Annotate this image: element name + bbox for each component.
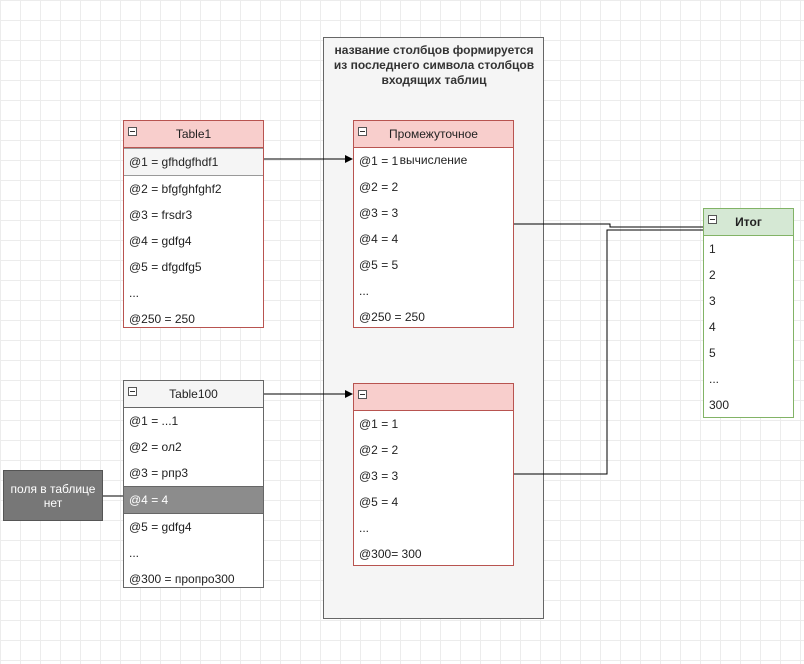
table-row[interactable]: ... [129, 546, 140, 560]
table-row[interactable]: @300= 300 [359, 547, 422, 561]
table-row[interactable]: 3 [709, 294, 716, 308]
table-row[interactable]: @250 = 250 [129, 312, 195, 326]
note-text: поля в таблице нет [10, 481, 96, 510]
table-row[interactable]: 5 [709, 346, 716, 360]
table-row[interactable]: @300 = пропро300 [129, 572, 235, 586]
result-header[interactable]: Итог [704, 209, 793, 236]
intermediate-1-header[interactable]: Промежуточное вычисление [354, 121, 513, 167]
table-row[interactable]: 300 [709, 398, 730, 412]
table-row-missing[interactable]: @4 = 4 [124, 486, 263, 514]
edge-intermediate1-to-result[interactable] [514, 223, 703, 228]
table-row[interactable]: @2 = bfgfghfghf2 [129, 182, 222, 196]
table-row[interactable]: 2 [709, 268, 716, 282]
table-row[interactable]: ... [129, 286, 140, 300]
table-row[interactable]: @250 = 250 [359, 310, 425, 324]
result-title: Итог [735, 215, 762, 229]
table-row[interactable]: @3 = frsdr3 [129, 208, 193, 222]
edge-intermediate2-to-result[interactable] [514, 229, 703, 475]
collapse-icon[interactable] [708, 215, 717, 224]
table-row[interactable]: ... [709, 372, 720, 386]
collapse-icon[interactable] [358, 127, 367, 136]
table-row[interactable]: @3 = 3 [359, 206, 399, 220]
table-row[interactable]: @2 = 2 [359, 180, 399, 194]
table100[interactable]: Table100 @1 = ...1 @2 = ол2 @3 = рпр3 @4… [123, 380, 264, 588]
note-missing-field[interactable]: поля в таблице нет [3, 470, 103, 521]
table-row[interactable]: @4 = 4 [359, 232, 399, 246]
collapse-icon[interactable] [358, 390, 367, 399]
table-row[interactable]: ... [359, 284, 370, 298]
table-row[interactable]: @2 = ол2 [129, 440, 182, 454]
intermediate-1-title: Промежуточное вычисление [389, 127, 478, 167]
table-row[interactable]: @3 = рпр3 [129, 466, 189, 480]
table100-title: Table100 [169, 387, 218, 401]
table1-title: Table1 [175, 127, 212, 141]
table-row[interactable]: @5 = 4 [359, 495, 399, 509]
table-row[interactable]: @4 = gdfg4 [129, 234, 192, 248]
table-row[interactable]: @5 = dfgdfg5 [129, 260, 202, 274]
intermediate-table-1[interactable]: Промежуточное вычисление @1 = 1 @2 = 2 @… [353, 120, 514, 328]
table-row[interactable]: @5 = 5 [359, 258, 399, 272]
table1[interactable]: Table1 @1 = gfhdgfhdf1 @2 = bfgfghfghf2 … [123, 120, 264, 328]
result-table[interactable]: Итог 1 2 3 4 5 ... 300 [703, 208, 794, 418]
table-row[interactable]: 4 [709, 320, 716, 334]
table-row[interactable]: @5 = gdfg4 [129, 520, 192, 534]
table-row[interactable]: @2 = 2 [359, 443, 399, 457]
table-row[interactable]: ... [359, 521, 370, 535]
table-row[interactable]: @1 = 1 [359, 154, 399, 168]
table-row[interactable]: @1 = ...1 [129, 414, 179, 428]
table-row[interactable]: @3 = 3 [359, 469, 399, 483]
intermediate-2-header[interactable] [354, 384, 513, 411]
table-row[interactable]: @1 = 1 [359, 417, 399, 431]
collapse-icon[interactable] [128, 127, 137, 136]
collapse-icon[interactable] [128, 387, 137, 396]
table-row[interactable]: 1 [709, 242, 716, 256]
table-row[interactable]: @1 = gfhdgfhdf1 [124, 148, 263, 176]
table100-header[interactable]: Table100 [124, 381, 263, 408]
table1-header[interactable]: Table1 [124, 121, 263, 148]
intermediate-table-2[interactable]: @1 = 1 @2 = 2 @3 = 3 @5 = 4 ... @300= 30… [353, 383, 514, 566]
container-title: название столбцов формируется из последн… [333, 43, 535, 87]
